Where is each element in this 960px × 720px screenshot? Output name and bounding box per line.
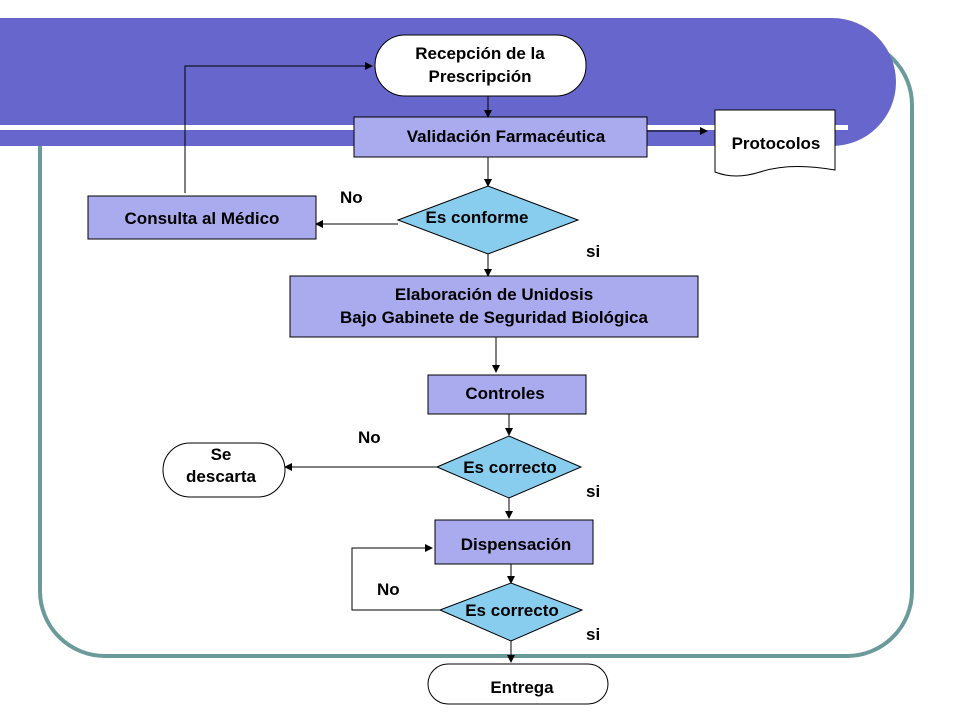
node-es-correcto-2-label: Es correcto xyxy=(465,601,559,620)
node-consulta-label: Consulta al Médico xyxy=(125,209,280,228)
edge-label-si-1: si xyxy=(586,242,600,261)
node-protocolos: Protocolos xyxy=(714,109,836,177)
node-es-conforme-label: Es conforme xyxy=(426,208,529,227)
node-recepcion-line1: Recepción de la xyxy=(415,44,545,63)
edge-label-si-2: si xyxy=(586,482,600,501)
node-descarta-line2: descarta xyxy=(186,467,256,486)
node-elaboracion: Elaboración de Unidosis Bajo Gabinete de… xyxy=(289,275,699,338)
node-controles-label: Controles xyxy=(465,384,544,403)
node-recepcion-line2: Prescripción xyxy=(429,67,532,86)
node-descarta: Se descarta xyxy=(162,442,286,498)
node-controles: Controles xyxy=(427,374,587,415)
node-es-correcto-2: Es correcto xyxy=(438,582,584,642)
edge-label-si-3: si xyxy=(586,625,600,644)
node-es-correcto-1: Es correcto xyxy=(435,435,583,499)
node-validacion-label: Validación Farmacéutica xyxy=(407,127,606,146)
arrow-correcto2-dispensacion xyxy=(351,544,440,611)
edge-label-no-1: No xyxy=(340,188,363,207)
edge-label-no-2: No xyxy=(358,428,381,447)
node-consulta: Consulta al Médico xyxy=(87,195,317,240)
node-dispensacion-label: Dispensación xyxy=(461,535,572,554)
node-es-correcto-1-label: Es correcto xyxy=(463,458,557,477)
node-entrega-label: Entrega xyxy=(490,678,554,697)
node-entrega: Entrega xyxy=(427,663,609,705)
edge-label-no-3: No xyxy=(377,580,400,599)
node-validacion: Validación Farmacéutica xyxy=(353,116,648,158)
node-es-conforme: Es conforme xyxy=(396,185,580,255)
arrow-consulta-recepcion xyxy=(184,62,373,193)
node-elaboracion-line2: Bajo Gabinete de Seguridad Biológica xyxy=(340,308,648,327)
node-protocolos-label: Protocolos xyxy=(732,134,821,153)
node-recepcion: Recepción de la Prescripción xyxy=(374,34,587,97)
connectors xyxy=(184,62,708,663)
node-elaboracion-line1: Elaboración de Unidosis xyxy=(395,285,593,304)
node-dispensacion: Dispensación xyxy=(434,519,594,565)
node-descarta-line1: Se xyxy=(211,445,232,464)
